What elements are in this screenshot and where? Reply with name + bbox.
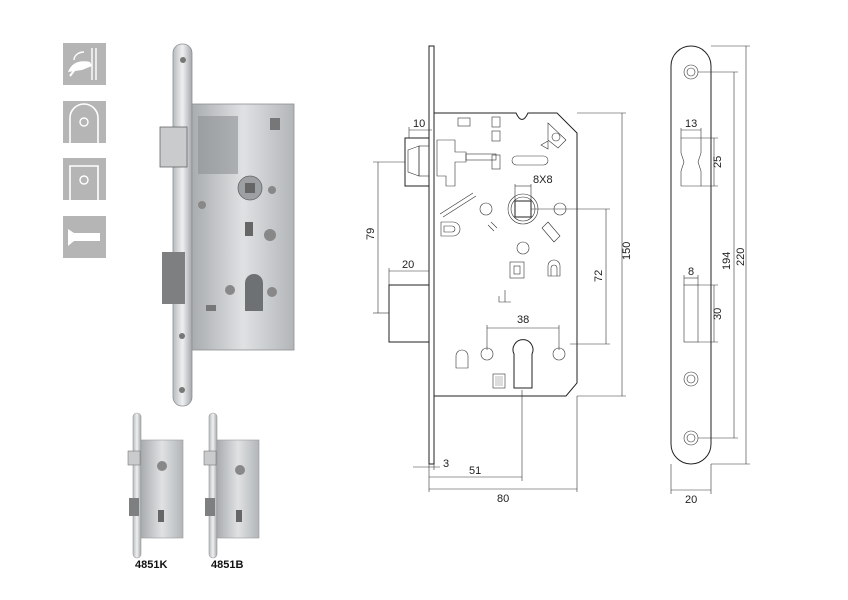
dim-latch-width: 10 (413, 118, 425, 130)
dim-backset: 51 (469, 465, 481, 477)
dim-spindle-to-cylinder: 72 (593, 270, 605, 282)
lock-photo-main (159, 43, 295, 407)
dim-plate-width: 20 (685, 494, 697, 506)
plate-dimensions (670, 45, 750, 494)
dim-plate-latch-height: 25 (712, 156, 724, 168)
variant-label-4851b: 4851B (211, 559, 243, 571)
dim-plate-screw-distance: 194 (721, 252, 733, 270)
variant-photo-4851b (203, 412, 260, 559)
round-front-plate-icon (63, 101, 106, 143)
dim-plate-length: 220 (735, 248, 747, 266)
screw-fixing-icon (63, 216, 106, 258)
front-dimensions (373, 112, 626, 492)
dim-body-depth: 80 (497, 493, 509, 505)
dim-bolt-width: 20 (402, 259, 414, 271)
dim-cylinder-width: 38 (517, 314, 529, 326)
dim-plate-latch-width: 13 (685, 118, 697, 130)
square-front-plate-icon (63, 158, 106, 200)
dim-plate-bolt-width: 8 (688, 266, 694, 278)
lock-body-drawing (388, 45, 578, 465)
dim-spindle: 8X8 (533, 174, 553, 186)
variant-photo-4851k (127, 412, 184, 559)
dim-latch-offset: 79 (365, 228, 377, 240)
front-plate-drawing (670, 45, 712, 465)
variant-label-4851k: 4851K (135, 559, 167, 571)
dim-plate-thickness: 3 (443, 458, 449, 470)
dim-plate-bolt-height: 30 (712, 308, 724, 320)
door-handle-icon (63, 43, 106, 85)
dim-body-height: 150 (621, 242, 633, 260)
